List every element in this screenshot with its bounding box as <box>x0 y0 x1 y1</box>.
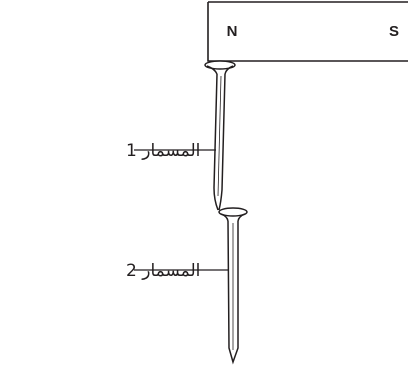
nail-2-label: المسمار 2 <box>126 261 200 281</box>
nail-2 <box>218 207 248 365</box>
magnet-outline <box>207 1 408 62</box>
nail-2-head <box>218 207 248 217</box>
nail-1-head <box>204 60 236 70</box>
south-pole-label: S <box>389 23 399 40</box>
nail-1-shank-line <box>217 75 222 197</box>
nail-1-head-neck <box>206 65 234 75</box>
nail-1 <box>204 60 236 211</box>
nail-2-head-neck <box>220 213 246 222</box>
nail-2-shank <box>227 220 239 365</box>
nail-1-label: المسمار 1 <box>126 141 200 161</box>
north-pole-label: N <box>227 23 238 40</box>
nail-1-shank <box>213 73 226 211</box>
bar-magnet: N S <box>207 1 408 62</box>
